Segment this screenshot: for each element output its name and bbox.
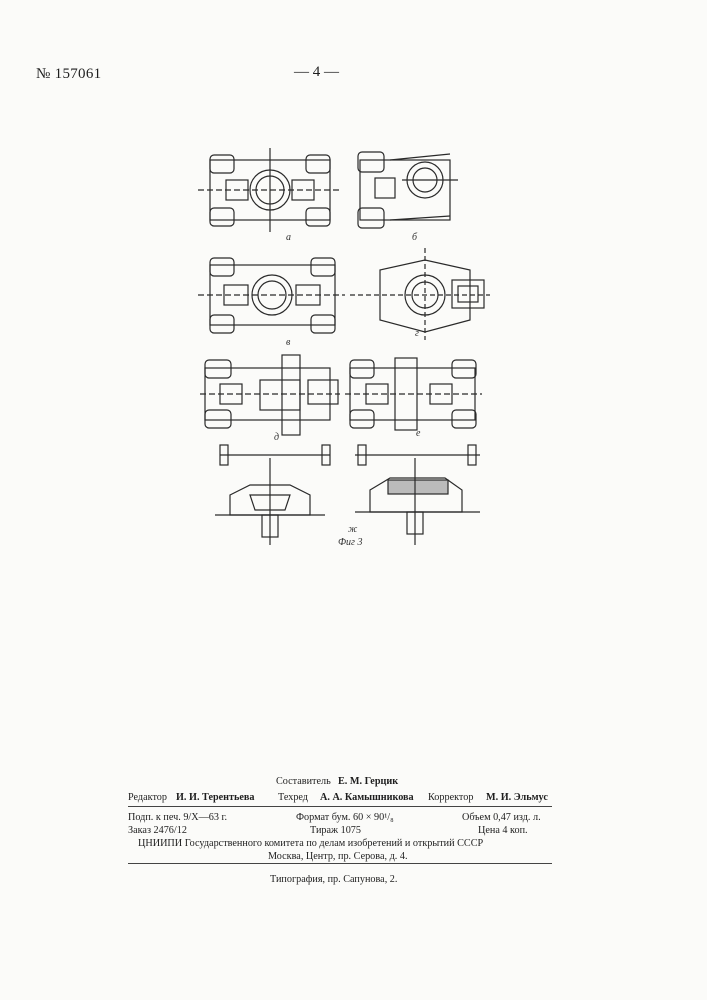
panel-label-v: в: [286, 337, 291, 348]
printing-house: Типография, пр. Сапунова, 2.: [270, 873, 397, 886]
panel-label-d: д: [274, 432, 279, 443]
compiler-name: Е. М. Герцик: [338, 775, 398, 788]
volume: Объем 0,47 изд. л.: [462, 811, 541, 824]
compiler-label: Составитель: [276, 775, 331, 788]
panel-v-drawing: [198, 258, 345, 333]
panel-d-drawing: [200, 355, 340, 435]
panel-b-drawing: [358, 152, 458, 228]
publisher: ЦНИИПИ Государственного комитета по дела…: [138, 837, 483, 850]
divider: [128, 863, 552, 864]
price: Цена 4 коп.: [478, 824, 528, 837]
panel-a-drawing: [198, 148, 342, 232]
technical-drawing-figure-3: а б в г: [190, 140, 510, 550]
divider: [128, 806, 552, 807]
publisher-address: Москва, Центр, пр. Серова, д. 4.: [268, 850, 408, 863]
paper-format: Формат бум. 60 × 90¹/₈: [296, 811, 394, 824]
techred-name: А. А. Камышникова: [320, 791, 414, 804]
corrector-name: М. И. Эльмус: [486, 791, 548, 804]
editor-name: И. И. Терентьева: [176, 791, 255, 804]
editor-label: Редактор: [128, 791, 167, 804]
corrector-label: Корректор: [428, 791, 473, 804]
circulation: Тираж 1075: [310, 824, 361, 837]
panel-label-a: а: [286, 232, 291, 243]
panel-g-drawing: [350, 248, 490, 340]
panel-label-g: г: [415, 328, 419, 339]
page-number: — 4 —: [294, 64, 339, 81]
panel-e-drawing: [345, 358, 482, 430]
imprint-block: Составитель Е. М. Герцик Редактор И. И. …: [128, 775, 552, 886]
panel-label-b: б: [412, 232, 418, 243]
figure-caption: Фиг 3: [338, 537, 362, 548]
order-number: Заказ 2476/12: [128, 824, 187, 837]
panel-label-zh: ж: [348, 524, 358, 535]
signed-date: Подп. к печ. 9/Х—63 г.: [128, 811, 227, 824]
techred-label: Техред: [278, 791, 308, 804]
panel-label-e: е: [416, 428, 421, 439]
patent-number: № 157061: [36, 66, 101, 83]
